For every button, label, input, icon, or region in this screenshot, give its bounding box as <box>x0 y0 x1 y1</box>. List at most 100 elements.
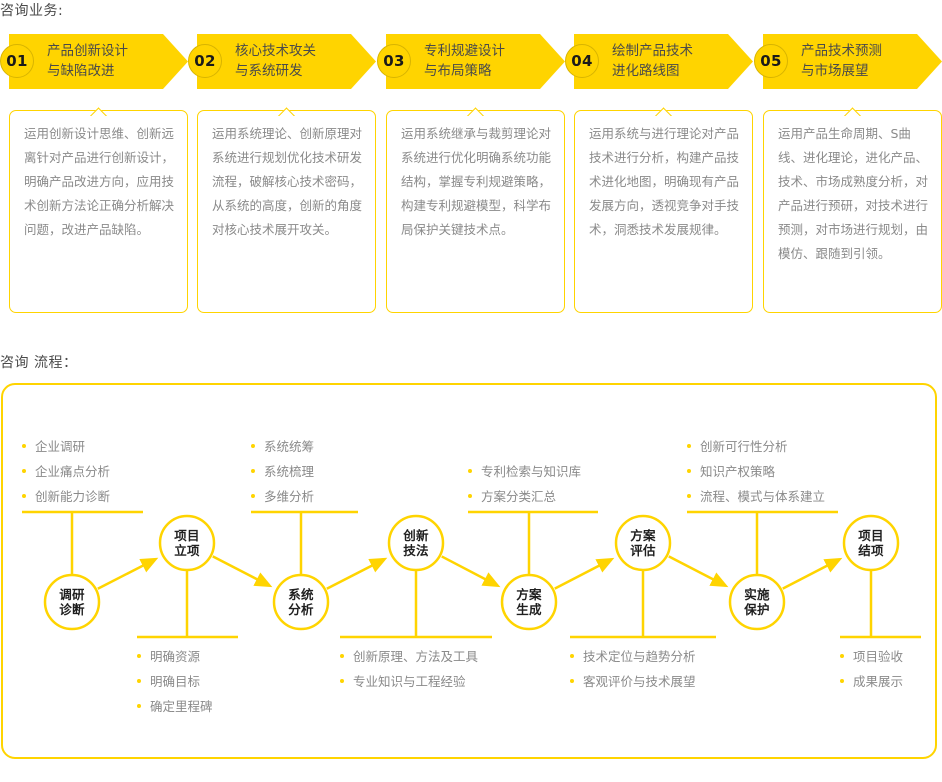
list-item: 系统统筹 <box>251 434 314 459</box>
step-title: 专利规避设计与布局策略 <box>424 41 552 81</box>
flow-bullet-list: 创新可行性分析知识产权策略流程、模式与体系建立 <box>687 434 825 509</box>
flow-node[interactable]: 系统分析 <box>261 587 341 617</box>
callout-notch-icon <box>829 102 876 120</box>
step-number-badge: 04 <box>565 44 599 78</box>
step-title-line1: 核心技术攻关 <box>235 43 316 59</box>
consulting-flow-diagram: 调研诊断项目立项系统分析创新技法方案生成方案评估实施保护项目结项企业调研企业痛点… <box>0 382 940 762</box>
list-item: 知识产权策略 <box>687 459 825 484</box>
business-step: 04 绘制产品技术进化路线图运用系统与进行理论对产品技术进行分析，构建产品技术进化… <box>565 34 753 316</box>
flow-node-line1: 方案 <box>516 587 542 602</box>
step-number-badge: 01 <box>0 44 34 78</box>
flow-node[interactable]: 项目结项 <box>831 528 911 558</box>
flow-bullet-list: 专利检索与知识库方案分类汇总 <box>468 459 581 509</box>
flow-bullet-list: 企业调研企业痛点分析创新能力诊断 <box>22 434 110 509</box>
step-description-text: 运用系统理论、创新原理对系统进行规划优化技术研发流程，破解核心技术密码，从系统的… <box>212 126 363 237</box>
list-item: 创新原理、方法及工具 <box>340 644 478 669</box>
list-item: 专利检索与知识库 <box>468 459 581 484</box>
flow-node-line2: 技法 <box>403 543 429 558</box>
step-number-badge: 05 <box>754 44 788 78</box>
list-item: 方案分类汇总 <box>468 484 581 509</box>
step-title: 产品创新设计与缺陷改进 <box>47 41 175 81</box>
flow-node[interactable]: 方案生成 <box>489 587 569 617</box>
list-item: 创新能力诊断 <box>22 484 110 509</box>
business-steps: 01 产品创新设计与缺陷改进运用创新设计思维、创新远离针对产品进行创新设计，明确产… <box>0 34 942 316</box>
step-description-text: 运用系统继承与裁剪理论对系统进行优化明确系统功能结构，掌握专利规避策略，构建专利… <box>401 126 552 237</box>
flow-node-line1: 项目 <box>174 528 200 543</box>
list-item: 成果展示 <box>840 669 903 694</box>
flow-bullet-list: 项目验收成果展示 <box>840 644 903 694</box>
step-title-line1: 产品技术预测 <box>801 43 882 59</box>
flow-bullet-list: 创新原理、方法及工具专业知识与工程经验 <box>340 644 478 694</box>
step-description-text: 运用产品生命周期、S曲线、进化理论，进化产品、技术、市场成熟度分析，对产品进行预… <box>778 126 929 261</box>
step-title-line1: 产品创新设计 <box>47 43 128 59</box>
step-description-text: 运用系统与进行理论对产品技术进行分析，构建产品技术进化地图，明确现有产品发展方向… <box>589 126 740 237</box>
chevron-shape <box>574 34 753 89</box>
flow-section-title: 咨询 流程： <box>0 355 78 371</box>
step-title-line2: 进化路线图 <box>612 63 680 79</box>
flow-container-border <box>1 383 937 759</box>
list-item: 创新可行性分析 <box>687 434 825 459</box>
flow-node[interactable]: 项目立项 <box>147 528 227 558</box>
list-item: 明确资源 <box>137 644 213 669</box>
list-item: 系统梳理 <box>251 459 314 484</box>
flow-node[interactable]: 调研诊断 <box>32 587 112 617</box>
flow-node-line2: 诊断 <box>59 602 85 617</box>
list-item: 明确目标 <box>137 669 213 694</box>
flow-node-line1: 创新 <box>403 528 429 543</box>
flow-node-line1: 系统 <box>288 587 314 602</box>
flow-node-line2: 分析 <box>288 602 314 617</box>
step-title: 绘制产品技术进化路线图 <box>612 41 740 81</box>
step-description-wrap: 运用系统理论、创新原理对系统进行规划优化技术研发流程，破解核心技术密码，从系统的… <box>197 102 376 313</box>
flow-node-line2: 立项 <box>174 543 200 558</box>
flow-bullet-list: 技术定位与趋势分析客观评价与技术展望 <box>570 644 696 694</box>
step-description-wrap: 运用系统与进行理论对产品技术进行分析，构建产品技术进化地图，明确现有产品发展方向… <box>574 102 753 313</box>
flow-node[interactable]: 创新技法 <box>376 528 456 558</box>
flow-node-line1: 实施 <box>744 587 770 602</box>
chevron-shape <box>386 34 565 89</box>
step-banner[interactable]: 01 产品创新设计与缺陷改进 <box>0 34 188 89</box>
step-title-line2: 与布局策略 <box>424 63 492 79</box>
callout-notch-icon <box>75 102 122 120</box>
flow-node-line2: 评估 <box>630 543 656 558</box>
list-item: 客观评价与技术展望 <box>570 669 696 694</box>
callout-notch-icon <box>640 102 687 120</box>
flow-node-line1: 调研 <box>59 587 85 602</box>
step-description-box <box>386 110 565 313</box>
step-description-wrap: 运用创新设计思维、创新远离针对产品进行创新设计，明确产品改进方向，应用技术创新方… <box>9 102 188 313</box>
list-item: 项目验收 <box>840 644 903 669</box>
step-title-line2: 与缺陷改进 <box>47 63 115 79</box>
step-banner[interactable]: 02 核心技术攻关与系统研发 <box>188 34 376 89</box>
flow-node[interactable]: 方案评估 <box>603 528 683 558</box>
business-step: 05 产品技术预测与市场展望运用产品生命周期、S曲线、进化理论，进化产品、技术、市… <box>754 34 942 316</box>
business-step: 02 核心技术攻关与系统研发运用系统理论、创新原理对系统进行规划优化技术研发流程，… <box>188 34 376 316</box>
flow-node[interactable]: 实施保护 <box>717 587 797 617</box>
callout-notch-icon <box>452 102 499 120</box>
step-banner[interactable]: 03 专利规避设计与布局策略 <box>377 34 565 89</box>
list-item: 技术定位与趋势分析 <box>570 644 696 669</box>
step-title-line2: 与系统研发 <box>235 63 303 79</box>
step-description-box <box>9 110 188 313</box>
step-description-box <box>574 110 753 313</box>
list-item: 专业知识与工程经验 <box>340 669 478 694</box>
step-title-line1: 专利规避设计 <box>424 43 505 59</box>
list-item: 企业痛点分析 <box>22 459 110 484</box>
flow-bullet-list: 明确资源明确目标确定里程碑 <box>137 644 213 719</box>
list-item: 确定里程碑 <box>137 694 213 719</box>
flow-bullet-list: 系统统筹系统梳理多维分析 <box>251 434 314 509</box>
flow-node-line2: 保护 <box>744 602 770 617</box>
step-title: 核心技术攻关与系统研发 <box>235 41 363 81</box>
step-description-box <box>763 110 942 313</box>
step-banner[interactable]: 05 产品技术预测与市场展望 <box>754 34 942 89</box>
flow-connectors-svg <box>22 510 921 639</box>
business-step: 01 产品创新设计与缺陷改进运用创新设计思维、创新远离针对产品进行创新设计，明确产… <box>0 34 188 316</box>
business-section-title: 咨询业务: <box>0 3 64 19</box>
step-title-line2: 与市场展望 <box>801 63 869 79</box>
step-title: 产品技术预测与市场展望 <box>801 41 929 81</box>
step-description-wrap: 运用系统继承与裁剪理论对系统进行优化明确系统功能结构，掌握专利规避策略，构建专利… <box>386 102 565 313</box>
step-banner[interactable]: 04 绘制产品技术进化路线图 <box>565 34 753 89</box>
business-step: 03 专利规避设计与布局策略运用系统继承与裁剪理论对系统进行优化明确系统功能结构，… <box>377 34 565 316</box>
step-number-badge: 03 <box>377 44 411 78</box>
step-number-badge: 02 <box>188 44 222 78</box>
flow-node-line1: 项目 <box>858 528 884 543</box>
list-item: 流程、模式与体系建立 <box>687 484 825 509</box>
